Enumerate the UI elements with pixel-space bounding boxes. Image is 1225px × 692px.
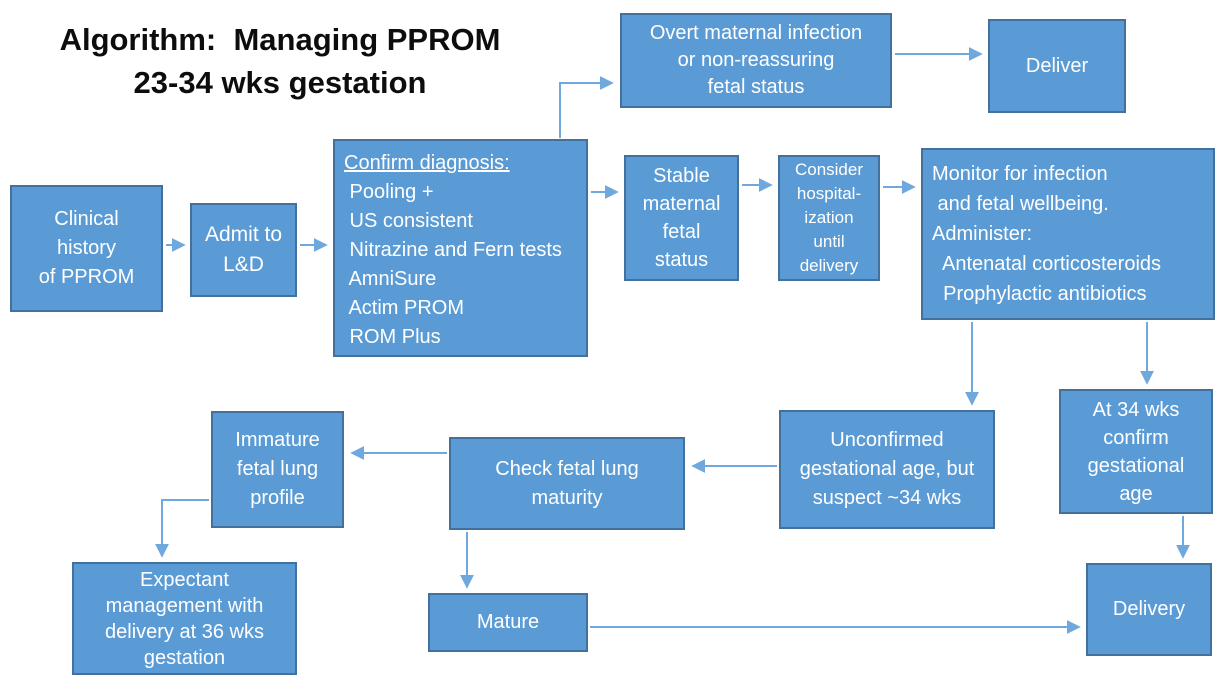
node-expectant-management: Expectant management with delivery at 36… — [72, 562, 297, 675]
node-line: fetal — [662, 221, 701, 243]
node-line: delivery — [799, 256, 859, 275]
node-overt-maternal-infection: Overt maternal infection or non-reassuri… — [620, 13, 892, 108]
node-line: Nitrazine and Fern tests — [344, 239, 562, 261]
node-line: history — [57, 237, 116, 259]
node-unconfirmed-gestational-age: Unconfirmed gestational age, but suspect… — [779, 410, 995, 529]
node-line: status — [654, 249, 709, 271]
node-line: of PPROM — [38, 266, 135, 288]
node-line: Monitor for infection — [932, 163, 1108, 185]
node-line: gestation — [143, 646, 226, 669]
arrow-immature-to-expectant — [155, 499, 209, 558]
node-line: L&D — [223, 253, 264, 276]
node-line: Actim PROM — [344, 297, 465, 319]
node-line: Immature — [235, 429, 320, 451]
node-line: AmniSure — [344, 268, 437, 290]
node-line: suspect ~34 wks — [812, 487, 962, 509]
node-line: ization — [804, 208, 854, 227]
node-line: Unconfirmed — [830, 429, 944, 451]
node-deliver: Deliver — [988, 19, 1126, 113]
node-line: fetal status — [707, 76, 805, 98]
node-line: profile — [250, 487, 305, 509]
node-line: fetal lung — [236, 458, 319, 480]
node-admit-to-ld: Admit to L&D — [190, 203, 297, 297]
node-stable-maternal-fetal-status: Stable maternal fetal status — [624, 155, 739, 281]
node-line: and fetal wellbeing. — [932, 193, 1109, 215]
arrow-confirm-to-overt — [559, 76, 614, 138]
node-mature: Mature — [428, 593, 588, 652]
node-line: Expectant — [140, 568, 229, 591]
title-line-1: Algorithm: Managing PPROM — [59, 22, 501, 57]
node-at-34-wks-confirm-age: At 34 wks confirm gestational age — [1059, 389, 1213, 514]
node-line: US consistent — [344, 210, 473, 232]
node-line: Administer: — [932, 223, 1033, 245]
node-line: Delivery — [1112, 598, 1186, 620]
node-line: Admit to — [204, 223, 283, 246]
node-line: Antenatal corticosteroids — [932, 253, 1162, 275]
node-confirm-diagnosis: Confirm diagnosis: Pooling + US consiste… — [333, 139, 588, 357]
node-line: or non-reassuring — [677, 49, 835, 71]
node-line: delivery at 36 wks — [105, 620, 264, 643]
node-line: Check fetal lung — [495, 457, 639, 480]
node-delivery: Delivery — [1086, 563, 1212, 656]
node-line: management with — [105, 594, 264, 617]
diagram-title: Algorithm: Managing PPROM 23-34 wks gest… — [35, 18, 525, 104]
node-line: until — [813, 232, 845, 251]
node-line: gestational — [1087, 454, 1185, 477]
node-line: hospital- — [796, 184, 862, 203]
node-line: Clinical — [54, 208, 119, 230]
node-line: Consider — [794, 160, 864, 179]
node-clinical-history: Clinical history of PPROM — [10, 185, 163, 312]
node-immature-fetal-lung-profile: Immature fetal lung profile — [211, 411, 344, 528]
node-check-fetal-lung-maturity: Check fetal lung maturity — [449, 437, 685, 530]
node-line: Deliver — [1025, 54, 1089, 77]
node-line: confirm — [1103, 426, 1169, 449]
node-line: gestational age, but — [799, 458, 975, 480]
node-line: age — [1119, 482, 1153, 505]
node-line: Mature — [476, 611, 540, 633]
node-monitor-for-infection: Monitor for infection and fetal wellbein… — [921, 148, 1215, 320]
node-line: At 34 wks — [1092, 398, 1180, 421]
node-line: Stable — [653, 165, 710, 187]
node-consider-hospitalization: Consider hospital- ization until deliver… — [778, 155, 880, 281]
node-line: ROM Plus — [344, 326, 441, 348]
node-line: maternal — [642, 193, 721, 215]
node-line: Pooling + — [344, 181, 434, 203]
node-heading: Confirm diagnosis: — [344, 152, 510, 174]
title-line-2: 23-34 wks gestation — [133, 65, 427, 100]
node-line: Prophylactic antibiotics — [932, 283, 1147, 305]
node-line: maturity — [531, 486, 603, 509]
node-line: Overt maternal infection — [649, 22, 863, 44]
